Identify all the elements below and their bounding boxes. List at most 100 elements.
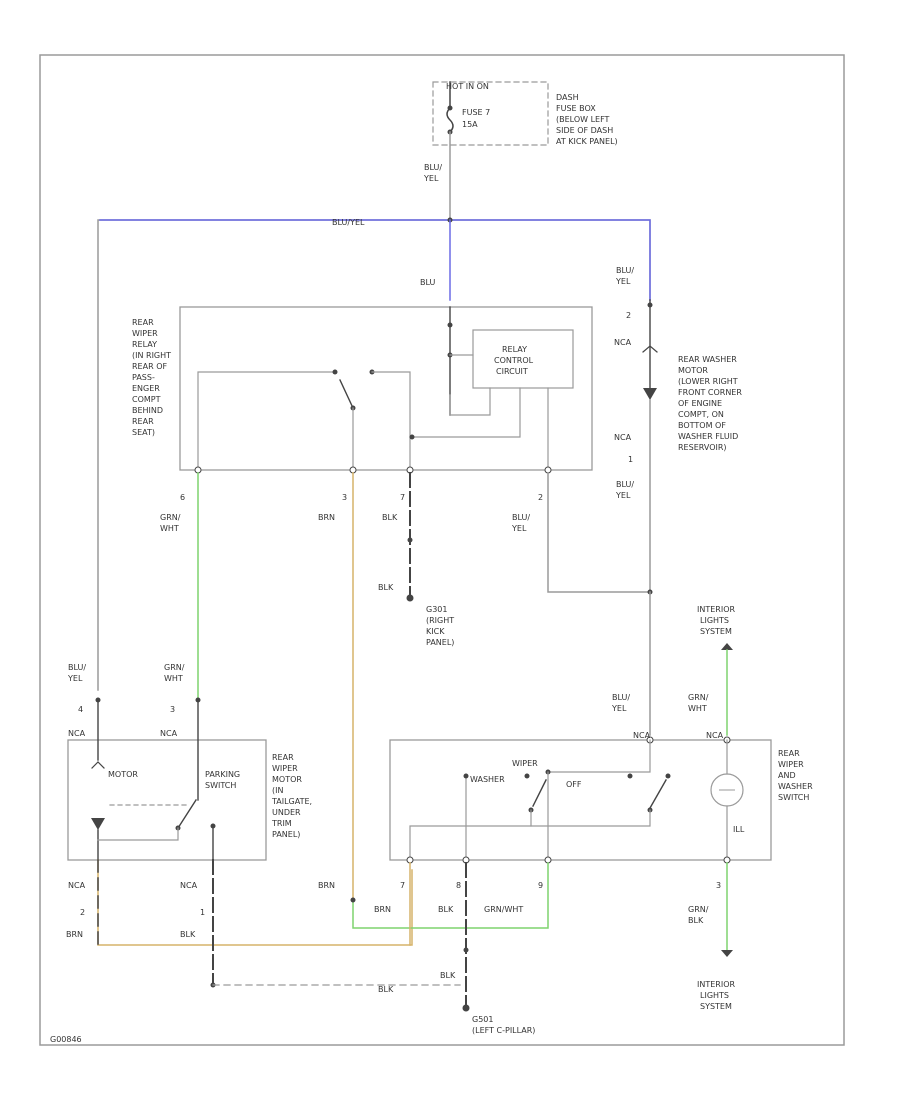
wire-label-motor-bottom-left: BRN bbox=[66, 930, 83, 939]
wire-label-motor-bottom-right: BLK bbox=[180, 930, 196, 939]
motor-loc-6: UNDER bbox=[272, 808, 301, 817]
washer-label-5: OF ENGINE bbox=[678, 399, 722, 408]
washer-nca-top: NCA bbox=[614, 338, 632, 347]
relay-label-4: (IN RIGHT bbox=[132, 351, 171, 360]
wire-label-pin2-2: YEL bbox=[511, 524, 527, 533]
switch-nca-2: NCA bbox=[706, 731, 724, 740]
wire-label-motor-left-1: BLU/ bbox=[68, 663, 86, 672]
wire-label-light-lower-1: GRN/ bbox=[688, 905, 709, 914]
relay-label-6: PASS- bbox=[132, 373, 155, 382]
relay-switch-blade bbox=[339, 379, 354, 409]
relay-label-5: REAR OF bbox=[132, 362, 167, 371]
parking-label-1: PARKING bbox=[205, 770, 240, 779]
relay-circuit-line-3: CIRCUIT bbox=[496, 367, 528, 376]
fuse-location-line-2: FUSE BOX bbox=[556, 104, 596, 113]
fuse-location-line-1: DASH bbox=[556, 93, 579, 102]
g501-label-2: (LEFT C-PILLAR) bbox=[472, 1026, 535, 1035]
switch-label-5: SWITCH bbox=[778, 793, 809, 802]
wire-relay-pin2 bbox=[547, 472, 651, 593]
washer-label-9: RESERVOIR) bbox=[678, 443, 727, 452]
relay-label-10: REAR bbox=[132, 417, 154, 426]
wire-label-pin3: BRN bbox=[318, 513, 335, 522]
diagram-frame bbox=[39, 54, 845, 1046]
parking-switch-blade bbox=[177, 799, 197, 829]
relay-label-8: COMPT bbox=[132, 395, 161, 404]
washer-pin-1: 1 bbox=[628, 455, 633, 464]
rear-wiper-motor: BLU/ YEL GRN/ WHT 4 3 NCA NCA MOTOR PARK… bbox=[67, 663, 312, 861]
wire-label-motor-right-2: WHT bbox=[164, 674, 183, 683]
motor-nca-right: NCA bbox=[160, 729, 178, 738]
relay-label-11: SEAT) bbox=[132, 428, 155, 437]
switch-wiper-label: WIPER bbox=[512, 759, 538, 768]
washer-label-6: COMPT, ON bbox=[678, 410, 724, 419]
wiper-motor-icon bbox=[91, 818, 105, 830]
g301-label-4: PANEL) bbox=[426, 638, 454, 647]
motor-loc-1: REAR bbox=[272, 753, 294, 762]
diagram-id: G00846 bbox=[50, 1035, 82, 1044]
fuse-location-line-3: (BELOW LEFT bbox=[556, 115, 610, 124]
relay-contact-nc bbox=[332, 369, 338, 375]
motor-loc-7: TRIM bbox=[271, 819, 292, 828]
motor-nca-bottom-right: NCA bbox=[180, 881, 198, 890]
motor-pin-4: 4 bbox=[78, 705, 83, 714]
rear-wiper-relay: REAR WIPER RELAY (IN RIGHT REAR OF PASS-… bbox=[132, 306, 593, 474]
wire-label-brn-left: BRN bbox=[318, 881, 335, 890]
switch-label-4: WASHER bbox=[778, 782, 813, 791]
wire-label-light-lower-2: BLK bbox=[688, 916, 704, 925]
washer-nca-bottom: NCA bbox=[614, 433, 632, 442]
wire-label-grn-wht-pin: GRN/WHT bbox=[484, 905, 523, 914]
relay-label-7: ENGER bbox=[132, 384, 160, 393]
motor-loc-2: WIPER bbox=[272, 764, 298, 773]
interior-bottom-2: LIGHTS bbox=[700, 991, 729, 1000]
g501-label-1: G501 bbox=[472, 1015, 493, 1024]
relay-pin-2: 2 bbox=[538, 493, 543, 502]
washer-pin-2: 2 bbox=[626, 311, 631, 320]
motor-loc-5: TAILGATE, bbox=[271, 797, 312, 806]
fuse-rating: 15A bbox=[462, 120, 478, 129]
wire-top-bus-blue bbox=[99, 219, 651, 301]
motor-nca-bottom-left: NCA bbox=[68, 881, 86, 890]
wire-label-washer-top-2: YEL bbox=[615, 277, 631, 286]
relay-label-2: WIPER bbox=[132, 329, 158, 338]
switch-pin-9: 9 bbox=[538, 881, 543, 890]
wire-label-washer-top-1: BLU/ bbox=[616, 266, 634, 275]
interior-bottom-3: SYSTEM bbox=[700, 1002, 732, 1011]
g301-label-3: KICK bbox=[426, 627, 445, 636]
fuse-name: FUSE 7 bbox=[462, 108, 490, 117]
interior-bottom-1: INTERIOR bbox=[697, 980, 736, 989]
relay-label-3: RELAY bbox=[132, 340, 157, 349]
switch-ill-label: ILL bbox=[733, 825, 745, 834]
motor-loc-4: (IN bbox=[272, 786, 283, 795]
wire-label-washer-bottom-1: BLU/ bbox=[616, 480, 634, 489]
wire-label-switch-top-1: BLU/ bbox=[612, 693, 630, 702]
wire-label-brn-pin: BRN bbox=[374, 905, 391, 914]
fuse-location-line-5: AT KICK PANEL) bbox=[556, 137, 618, 146]
wire-label-motor-right-1: GRN/ bbox=[164, 663, 185, 672]
washer-label-4: FRONT CORNER bbox=[678, 388, 742, 397]
motor-label: MOTOR bbox=[108, 770, 138, 779]
rear-wiper-washer-switch: BLU/ YEL NCA NCA ILL WASHER WIPER OFF bbox=[389, 693, 813, 864]
switch-nca-1: NCA bbox=[633, 731, 651, 740]
fuse-symbol-icon bbox=[446, 106, 454, 134]
motor-nca-left: NCA bbox=[68, 729, 86, 738]
fuse-location-line-4: SIDE OF DASH bbox=[556, 126, 613, 135]
interior-lights-top: INTERIOR LIGHTS SYSTEM GRN/ WHT bbox=[688, 605, 736, 736]
relay-pin-6: 6 bbox=[180, 493, 185, 502]
relay-label-1: REAR bbox=[132, 318, 154, 327]
interior-top-2: LIGHTS bbox=[700, 616, 729, 625]
relay-label-9: BEHIND bbox=[132, 406, 163, 415]
washer-motor-icon bbox=[643, 388, 657, 400]
relay-circuit-line-2: CONTROL bbox=[494, 356, 534, 365]
motor-pin-2: 2 bbox=[80, 908, 85, 917]
interior-top-1: INTERIOR bbox=[697, 605, 736, 614]
washer-label-7: BOTTOM OF bbox=[678, 421, 726, 430]
motor-pin-1: 1 bbox=[200, 908, 205, 917]
wire-label-ground-blk: BLK bbox=[440, 971, 456, 980]
relay-pin-7: 7 bbox=[400, 493, 405, 502]
relay-pin-3: 3 bbox=[342, 493, 347, 502]
washer-label-3: (LOWER RIGHT bbox=[678, 377, 738, 386]
wire-label-blk-pin: BLK bbox=[438, 905, 454, 914]
wire-label-fuse-out-1: BLU/ bbox=[424, 163, 442, 172]
switch-pin-8: 8 bbox=[456, 881, 461, 890]
